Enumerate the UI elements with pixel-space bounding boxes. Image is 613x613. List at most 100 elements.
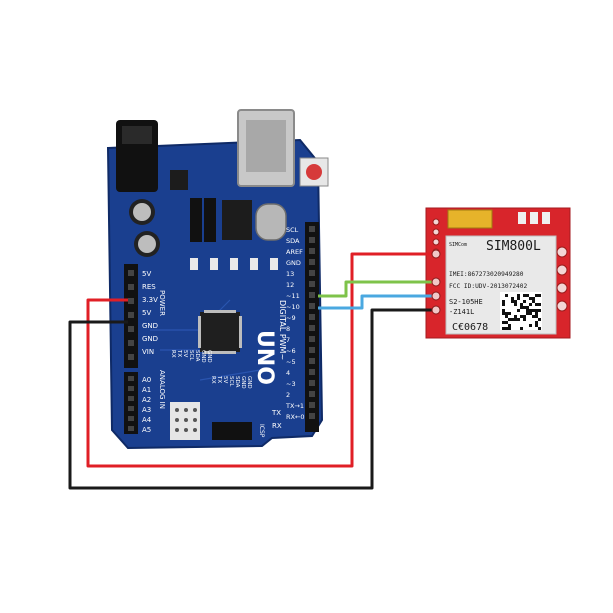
- qr-cell: [505, 315, 508, 318]
- qr-cell: [526, 312, 529, 315]
- module-model-b: -Z141L: [449, 308, 474, 316]
- analog-pin-label: A3: [142, 406, 151, 414]
- digital-pin-label: ~6: [286, 347, 296, 355]
- qr-cell: [508, 324, 511, 327]
- power-pin-label: RES: [142, 283, 156, 291]
- analog-pin-hole: [128, 426, 134, 431]
- digital-pin-label: 7: [286, 336, 290, 344]
- qr-cell: [514, 303, 517, 306]
- header-label: SCL: [188, 350, 194, 361]
- digital-pin-label: ~9: [286, 314, 296, 322]
- qr-cell: [523, 294, 526, 297]
- sim800l-module: SIMCom SIM800L IMEI:867273020949280 FCC …: [425, 207, 571, 339]
- digital-pin-hole: [309, 270, 315, 276]
- digital-pin-label: ~11: [286, 292, 300, 300]
- icsp-label: ICSP: [258, 424, 265, 438]
- module-cert: C€0678: [452, 322, 488, 333]
- header-label: GND: [246, 376, 252, 389]
- qr-cell: [535, 324, 538, 327]
- qr-cell: [529, 324, 532, 327]
- qr-cell: [529, 303, 532, 306]
- qr-cell: [508, 312, 511, 315]
- analog-pin-hole: [128, 376, 134, 381]
- module-pin-dots: [431, 249, 441, 315]
- power-pin-hole: [128, 340, 134, 346]
- power-pin-label: 3.3V: [142, 296, 158, 304]
- digital-pin-hole: [309, 413, 315, 419]
- qr-cell: [511, 318, 514, 321]
- qr-cell: [538, 318, 541, 321]
- analog-pin-hole: [128, 406, 134, 411]
- digital-pin-label: 8: [286, 325, 290, 333]
- qr-cell: [535, 321, 538, 324]
- qr-cell: [505, 312, 508, 315]
- digital-pin-hole: [309, 259, 315, 265]
- qr-cell: [526, 306, 529, 309]
- wire-blue: [318, 294, 436, 310]
- digital-pin-label: 4: [286, 369, 290, 377]
- analog-pin-label: A2: [142, 396, 151, 404]
- analog-header: [124, 372, 138, 434]
- digital-pin-hole: [309, 281, 315, 287]
- module-brand: SIMCom: [449, 242, 467, 248]
- qr-cell: [502, 300, 505, 303]
- qr-cell: [502, 309, 505, 312]
- digital-pin-label: GND: [286, 259, 301, 267]
- power-pin-label: 5V: [142, 270, 151, 278]
- qr-cell: [505, 321, 508, 324]
- qr-cell: [520, 303, 523, 306]
- analog-header-title: ANALOG IN: [158, 370, 166, 409]
- module-edge-pad: [432, 238, 440, 246]
- qr-cell: [511, 297, 514, 300]
- header-label: TX: [216, 375, 222, 383]
- module-edge-pad: [556, 282, 568, 294]
- power-pin-hole: [128, 312, 134, 318]
- qr-code: [500, 292, 542, 330]
- top-small-header: [190, 198, 216, 242]
- power-pin-hole: [128, 298, 134, 304]
- qr-cell: [517, 297, 520, 300]
- mcu-chip: [198, 310, 242, 354]
- digital-header-title: DIGITAL PWM~: [278, 300, 287, 360]
- qr-cell: [520, 306, 523, 309]
- capacitor-1: [129, 199, 155, 225]
- power-pin-label: GND: [142, 335, 158, 343]
- digital-pin-label: 13: [286, 270, 294, 278]
- tx-label: TX: [271, 409, 281, 417]
- digital-pin-label: ~5: [286, 358, 296, 366]
- digital-pin-label: SCL: [286, 226, 299, 234]
- digital-pin-label: AREF: [286, 248, 303, 256]
- wires: [68, 252, 436, 490]
- qr-cell: [520, 327, 523, 330]
- digital-pin-hole: [309, 358, 315, 364]
- qr-cell: [529, 309, 532, 312]
- analog-pin-hole: [128, 416, 134, 421]
- header-label: GND: [206, 350, 212, 363]
- digital-pin-label: ~10: [286, 303, 300, 311]
- digital-pin-hole: [309, 314, 315, 320]
- digital-pin-label: 12: [286, 281, 294, 289]
- digital-pin-hole: [309, 303, 315, 309]
- header-label: GND: [200, 350, 206, 363]
- module-name: SIM800L: [486, 239, 541, 254]
- power-pin-label: VIN: [142, 348, 154, 356]
- tantalum-capacitor: [447, 209, 493, 229]
- digital-pin-hole: [309, 380, 315, 386]
- module-edge-pad: [556, 300, 568, 312]
- header-label: GND: [240, 376, 246, 389]
- qr-cell: [514, 318, 517, 321]
- module-edge-pad: [556, 264, 568, 276]
- qr-cell: [502, 327, 505, 330]
- wire-black: [68, 308, 436, 490]
- power-pin-hole: [128, 270, 134, 276]
- qr-cell: [535, 303, 538, 306]
- digital-pin-hole: [309, 369, 315, 375]
- module-edge-pad: [556, 246, 568, 258]
- qr-cell: [508, 327, 511, 330]
- qr-cell: [535, 309, 538, 312]
- qr-cell: [505, 327, 508, 330]
